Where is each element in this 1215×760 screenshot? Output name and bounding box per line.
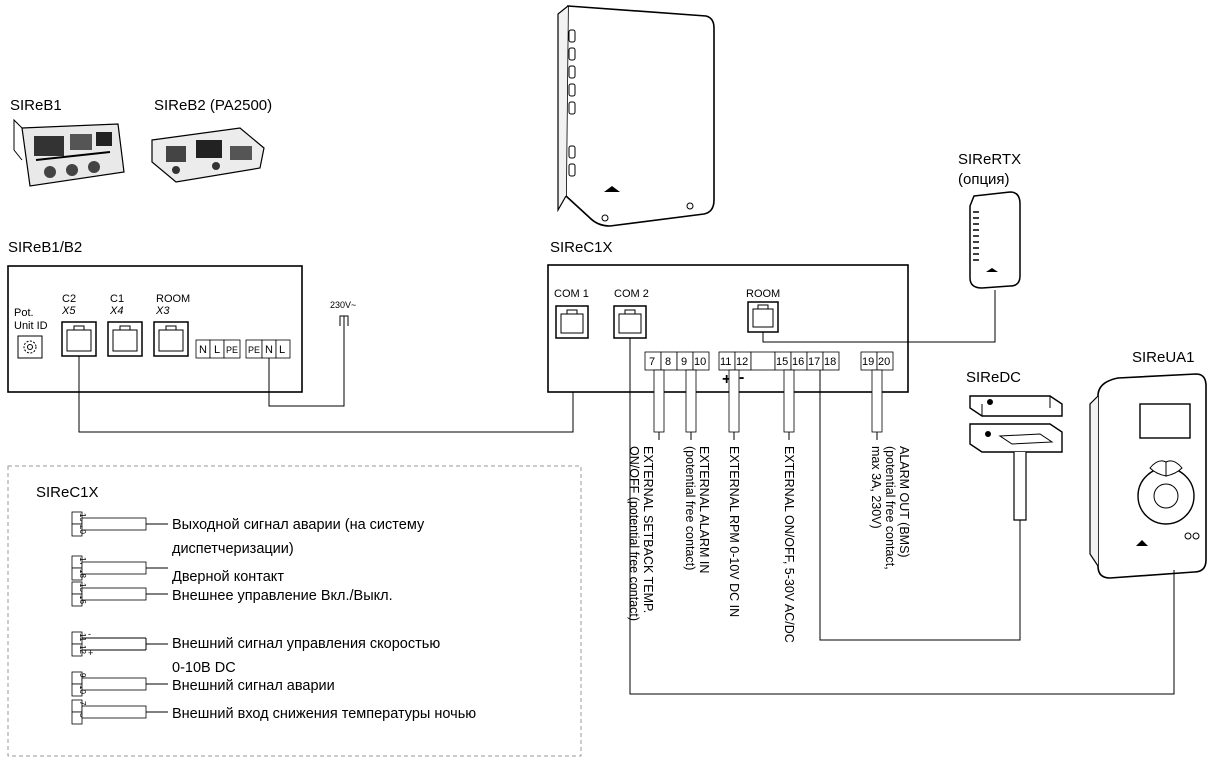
- legend-terminal-7-8: 7 8: [71, 699, 168, 725]
- legend-terminal-17-18: 17 18: [71, 555, 168, 581]
- signal-cable-stubs: [653, 369, 883, 440]
- legend-box: [7, 465, 582, 757]
- rj-port-room-icon: [153, 321, 189, 357]
- svg-text:7: 7: [78, 701, 87, 706]
- x3-label: X3: [155, 305, 170, 317]
- legend-item-ext-onoff: Внешнее управление Вкл./Выкл.: [172, 588, 393, 604]
- legend-item-speed-signal: Внешний сигнал управления скоростью: [172, 636, 440, 652]
- terminal-l: L: [214, 344, 220, 356]
- terminal-7: 7: [649, 356, 655, 368]
- controller-title: SIReC1X: [550, 239, 613, 256]
- legend-item-speed-signal-cont: 0-10В DC: [172, 660, 236, 676]
- sireua1-label: SIReUA1: [1132, 349, 1195, 366]
- sirertx-label: SIReRTX: [958, 151, 1021, 168]
- supply-voltage-label: 230V~: [330, 300, 356, 310]
- legend-terminal-15-16: 15 16: [71, 581, 168, 607]
- siredc-door-contact-image: [969, 395, 1063, 521]
- terminal-block-1: N L PE: [195, 339, 241, 359]
- rj-port-c1-icon: [107, 321, 143, 357]
- terminal-n-2: N: [265, 344, 273, 356]
- x5-label: X5: [61, 305, 76, 317]
- terminal-pe-2: PE: [248, 345, 260, 355]
- legend-terminal-11-12: 11 12 - +: [71, 629, 168, 658]
- sireb1-board-image: [13, 118, 125, 187]
- room-to-rtx-wire: [762, 290, 996, 343]
- plus-sign: +: [722, 371, 731, 388]
- svg-text:9: 9: [78, 673, 87, 678]
- c2-label: C2: [62, 293, 76, 305]
- unit-id-potentiometer-icon: [17, 335, 43, 359]
- legend-terminal-19-20: 19 20: [71, 511, 168, 537]
- terminal-15: 15: [776, 356, 788, 368]
- legend-item-door-contact: Дверной контакт: [172, 569, 284, 585]
- signal-alarm-in-line2: (potential free contact): [683, 446, 697, 570]
- sirertx-option-label: (опция): [958, 171, 1010, 188]
- board-title: SIReB1/B2: [8, 239, 82, 256]
- signal-alarm-out-line2: (potential free contact,: [883, 446, 897, 570]
- terminal-9: 9: [681, 356, 687, 368]
- power-wire: [268, 326, 345, 407]
- terminal-10: 10: [694, 356, 706, 368]
- terminal-l-2: L: [279, 344, 285, 356]
- rj-port-c2-icon: [61, 321, 97, 357]
- svg-text:11: 11: [78, 633, 87, 642]
- x4-label: X4: [109, 305, 123, 317]
- terminal-18: 18: [824, 356, 836, 368]
- sirertx-sensor-image: [969, 191, 1021, 289]
- pot-label-line1: Pot.: [14, 307, 34, 319]
- terminal-12: 12: [736, 356, 748, 368]
- door-contact-wire: [819, 370, 1021, 641]
- terminal-11: 11: [720, 356, 731, 368]
- signal-setback-line1: EXTERNAL SETBACK TEMP.: [641, 446, 655, 613]
- sireua1-control-panel-image: [1089, 373, 1207, 579]
- com2-label: COM 2: [614, 288, 649, 300]
- terminal-16: 16: [792, 356, 804, 368]
- legend-item-setback: Внешний вход снижения температуры ночью: [172, 706, 476, 722]
- terminal-19: 19: [862, 356, 874, 368]
- rj-port-com1-icon: [555, 305, 589, 339]
- pot-label-line2: Unit ID: [14, 320, 48, 332]
- legend-item-alarm-in: Внешний сигнал аварии: [172, 678, 335, 694]
- controller-box: [547, 264, 909, 393]
- legend-terminal-9-10: 9 10: [71, 671, 168, 697]
- controller-terminal-strip: 7 8 9 10 11 12 15 16 17 18 19 20: [644, 351, 894, 371]
- signal-alarm-out-line1: ALARM OUT (BMS): [897, 446, 911, 558]
- legend-item-alarm-out: Выходной сигнал аварии (на систему: [172, 517, 425, 533]
- signal-alarm-out-line3: max 3A, 230V): [869, 446, 883, 529]
- signal-setback-line2: ON/OFF (potential free contact): [627, 446, 641, 621]
- signal-alarm-in-line1: EXTERNAL ALARM IN: [697, 446, 711, 573]
- supply-plug-icon: [339, 315, 349, 326]
- terminal-pe: PE: [226, 345, 238, 355]
- minus-sign: -: [739, 369, 744, 386]
- legend-title: SIReC1X: [36, 484, 99, 501]
- signal-rpm-in: EXTERNAL RPM 0-10V DC IN: [727, 446, 741, 617]
- terminal-n: N: [199, 344, 207, 356]
- rj-port-com2-icon: [613, 305, 647, 339]
- sireb2-board-image: [151, 127, 265, 183]
- com1-label: COM 1: [554, 288, 589, 300]
- sirec1x-housing-image: [557, 5, 715, 227]
- sireb2-label: SIReB2 (PA2500): [154, 97, 272, 114]
- rj-port-controller-room-icon: [747, 301, 779, 333]
- terminal-17: 17: [808, 356, 820, 368]
- room-label: ROOM: [156, 293, 190, 305]
- terminal-8: 8: [665, 356, 671, 368]
- terminal-20: 20: [878, 356, 890, 368]
- controller-room-label: ROOM: [746, 288, 780, 300]
- siredc-label: SIReDC: [966, 369, 1021, 386]
- svg-text:+: +: [88, 648, 93, 658]
- sireb1-label: SIReB1: [10, 97, 62, 114]
- com2-to-ua1-wire: [629, 338, 1175, 695]
- terminal-block-2: PE N L: [245, 339, 291, 359]
- c1-label: C1: [110, 293, 124, 305]
- signal-ext-onoff: EXTERNAL ON/OFF, 5-30V AC/DC: [782, 446, 796, 643]
- svg-text:-: -: [88, 629, 91, 639]
- legend-item-alarm-out-cont: диспетчеризации): [172, 541, 294, 557]
